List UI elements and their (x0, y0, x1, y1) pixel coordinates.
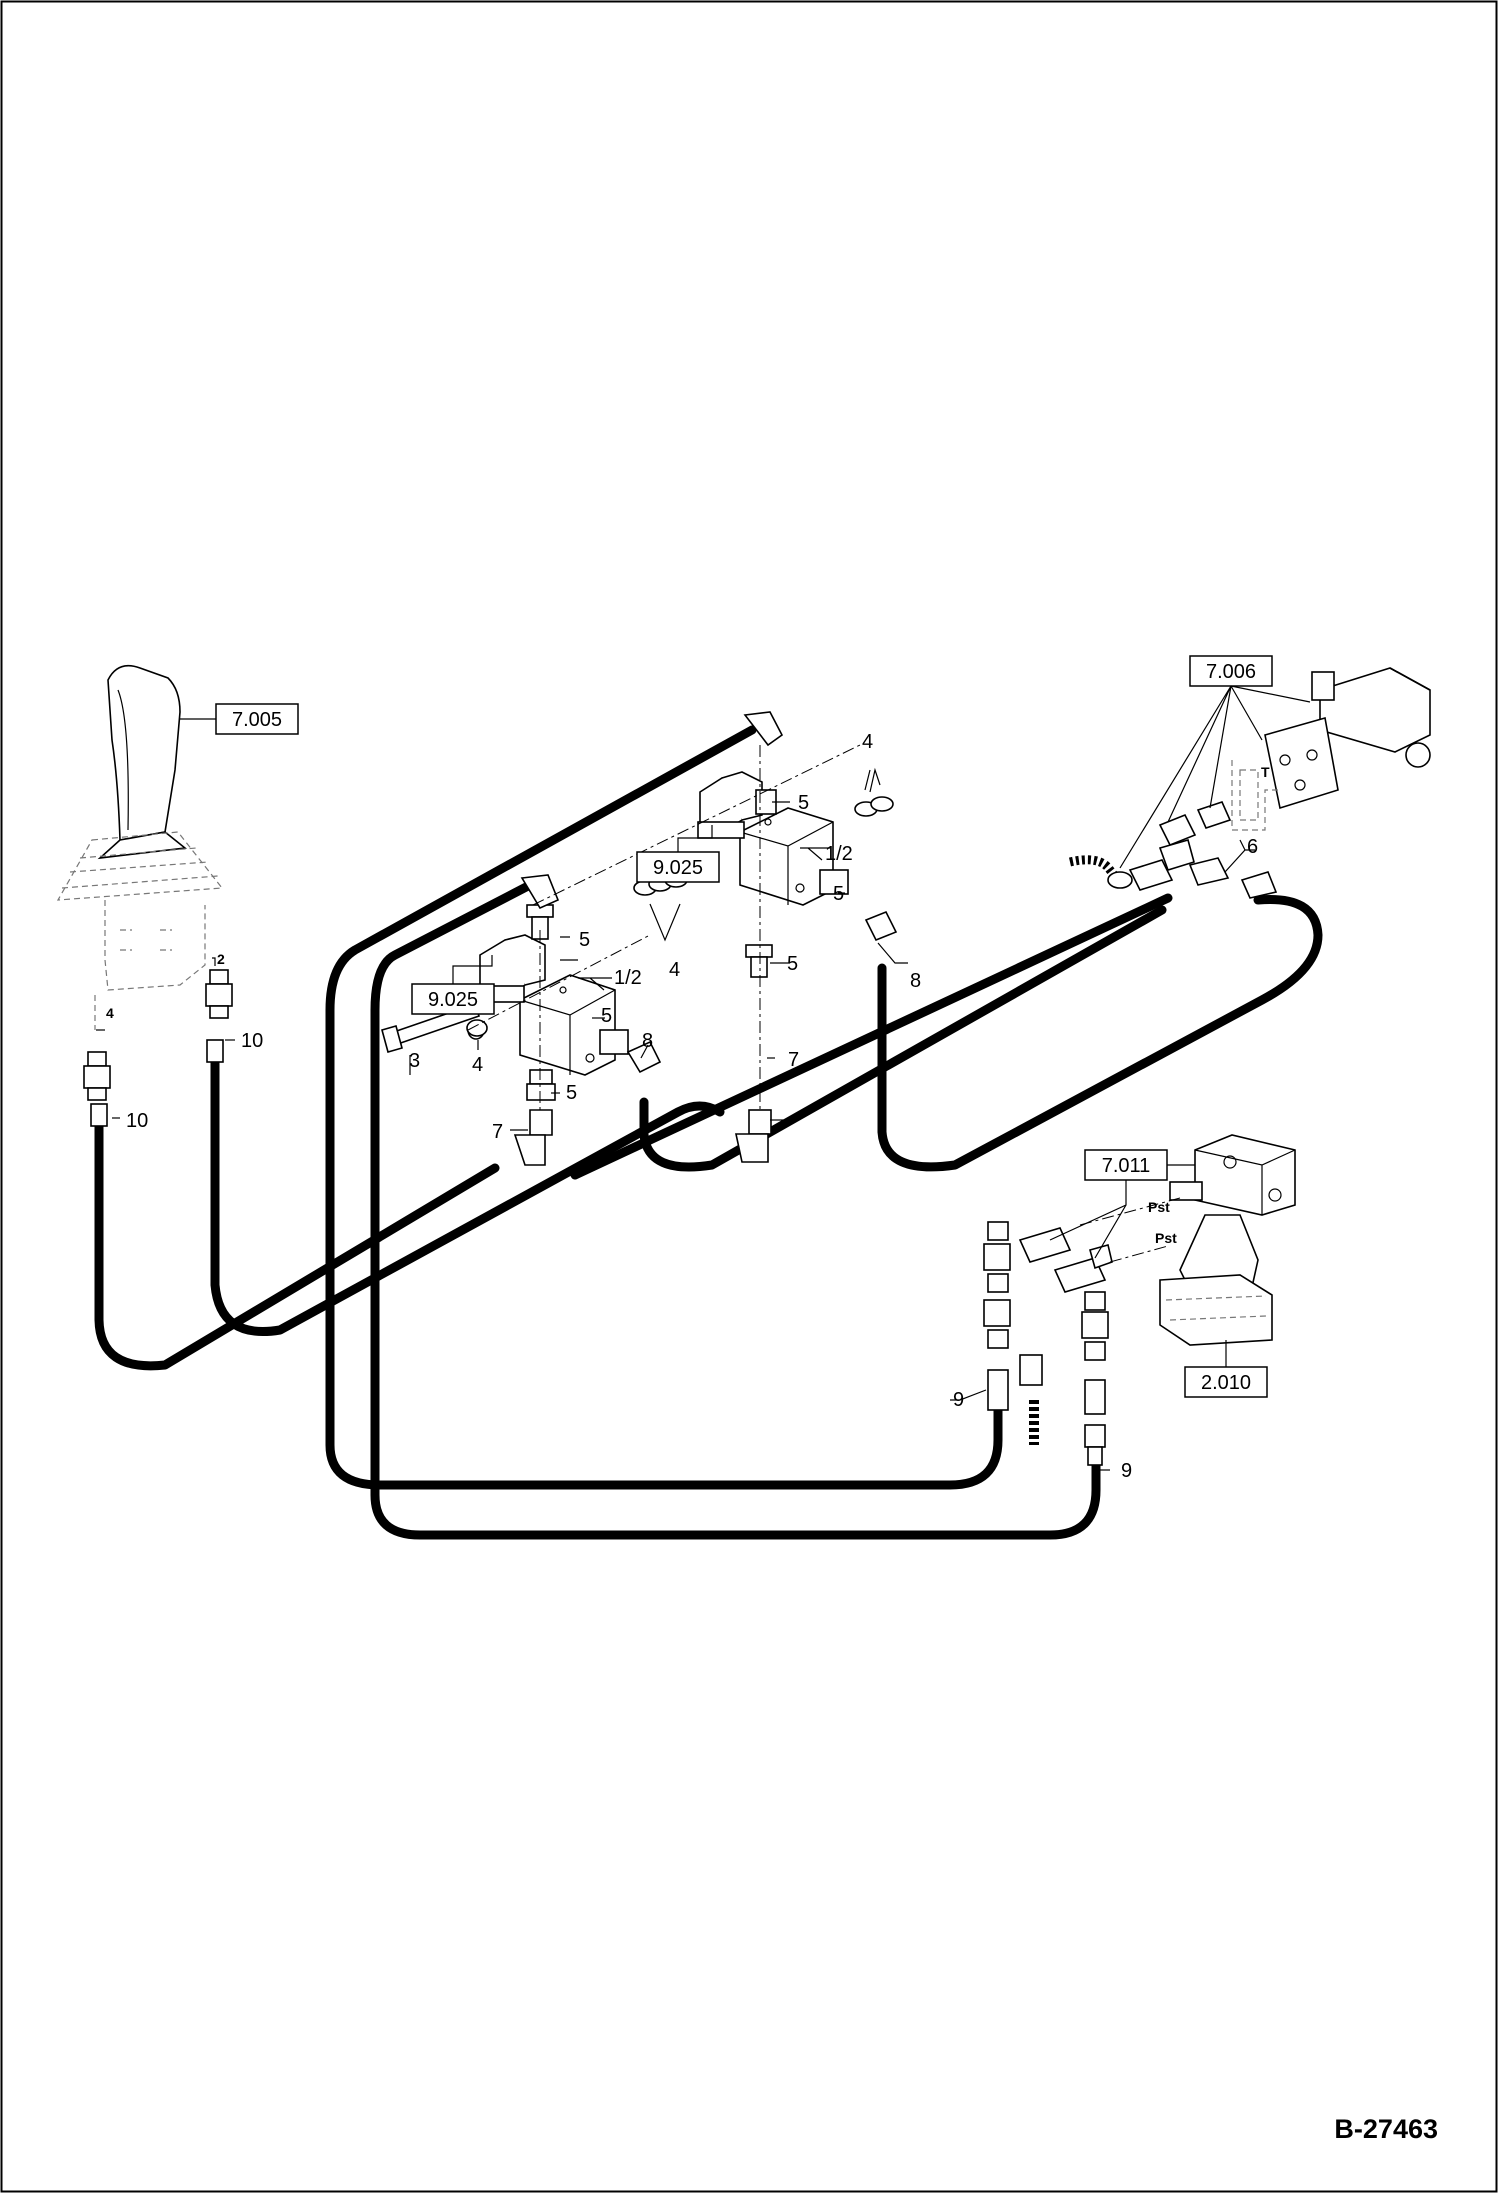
hose-9b-long (370, 880, 1101, 1540)
callout-6: 6 (1247, 836, 1258, 858)
travel-motor-icon (1159, 1134, 1296, 1346)
ref-label-joystick: 7.005 (232, 709, 282, 731)
callout-leaders (96, 767, 1255, 1471)
callout-4-joystick: 4 (106, 1005, 114, 1021)
callout-7-b: 7 (492, 1121, 503, 1143)
port-pst-upper: Pst (1148, 1199, 1170, 1215)
callout-5-f: 5 (566, 1082, 577, 1104)
ref-box-7005: 7.005 (180, 703, 299, 735)
hose-9a-long (325, 725, 1003, 1490)
callout-4-top: 4 (862, 731, 873, 753)
control-valve-icon (1068, 667, 1431, 899)
ref-label-control-valve: 7.006 (1206, 661, 1256, 683)
callout-5-c: 5 (787, 953, 798, 975)
drawing-number: B-27463 (1334, 2114, 1438, 2144)
callout-2: 2 (217, 951, 225, 967)
ref-label-solenoid-lower: 9.025 (428, 989, 478, 1011)
hose-left-10a (94, 1121, 500, 1371)
ref-box-2010: 2.010 (1184, 1340, 1268, 1398)
callout-9-b: 9 (1121, 1460, 1132, 1482)
callout-4-low: 4 (472, 1054, 483, 1076)
ref-box-7006: 7.006 (1119, 655, 1311, 869)
callout-8-b: 8 (642, 1030, 653, 1052)
callout-1-2-lower: 1/2 (614, 967, 642, 989)
ref-box-7011: 7.011 (1049, 1149, 1195, 1259)
solenoid-valve-icon (477, 934, 616, 1076)
callout-9-a: 9 (953, 1389, 964, 1411)
callout-5-b: 5 (833, 883, 844, 905)
centre-lines (467, 744, 861, 1110)
ref-label-travel-motor: 2.010 (1201, 1372, 1251, 1394)
brake-valve-fittings (983, 1197, 1181, 1466)
hose-left-10b (210, 1055, 725, 1336)
callout-10-b: 10 (126, 1110, 148, 1132)
hose-group (94, 725, 1323, 1540)
port-labels: T Pst Pst (1148, 764, 1270, 1246)
callout-5-d: 5 (579, 929, 590, 951)
ref-box-9025-upper: 9.025 (636, 825, 720, 883)
callout-labels: 1/2 1/2 2 3 4 4 4 4 5 5 5 5 5 5 6 7 7 8 … (106, 731, 1258, 1482)
callout-8-a: 8 (910, 970, 921, 992)
callout-10-a: 10 (241, 1030, 263, 1052)
callout-3: 3 (409, 1050, 420, 1072)
port-pst-lower: Pst (1155, 1230, 1177, 1246)
hose-8-low-loop (639, 905, 1167, 1172)
callout-5-e: 5 (601, 1005, 612, 1027)
port-t: T (1261, 764, 1270, 780)
fitting-icon (83, 969, 233, 1127)
callout-4-mid: 4 (669, 959, 680, 981)
callout-1-2-upper: 1/2 (825, 843, 853, 865)
callout-5-a: 5 (798, 792, 809, 814)
ref-label-solenoid-upper: 9.025 (653, 857, 703, 879)
fitting-icon (466, 711, 898, 1166)
hose-8-high-loop (877, 894, 1323, 1172)
joystick-icon (56, 664, 224, 1030)
ref-label-brake-valve: 7.011 (1102, 1155, 1151, 1177)
hose-to-6-long (570, 893, 1173, 1180)
ref-box-9025-lower: 9.025 (411, 955, 495, 1015)
callout-7-a: 7 (788, 1049, 799, 1071)
